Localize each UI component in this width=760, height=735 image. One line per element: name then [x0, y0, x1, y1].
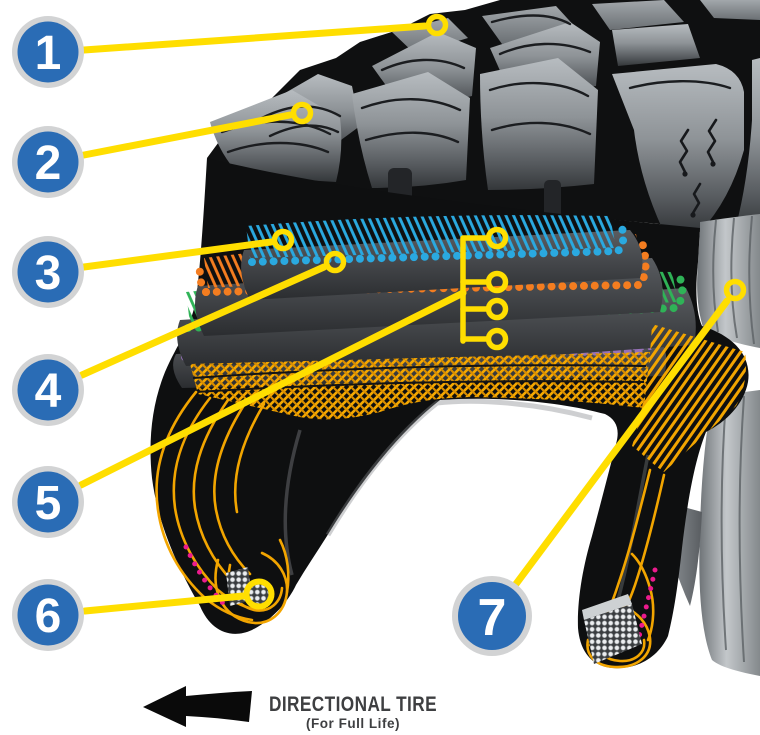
tread-block	[392, 18, 468, 54]
tread-block	[352, 72, 470, 188]
belt-stack	[173, 215, 696, 388]
leader-ring	[485, 297, 509, 321]
callout-4: 4	[12, 354, 84, 426]
callout-3: 3	[12, 236, 84, 308]
leader-line-5	[77, 289, 467, 489]
callout-6-label: 6	[35, 590, 62, 643]
bead-bundle	[249, 584, 269, 604]
leader-ring-1	[425, 13, 449, 37]
leader-line-1	[80, 22, 429, 54]
footer-subtitle: (For Full Life)	[306, 716, 400, 731]
tread-shoulder-block	[612, 64, 744, 232]
bead-bundle	[584, 604, 642, 664]
callout-4-label: 4	[35, 365, 62, 418]
leader-ring	[485, 270, 509, 294]
leader-ring	[485, 327, 509, 351]
callout-2-label: 2	[35, 137, 62, 190]
leader-ring-3	[271, 228, 295, 252]
body-sheen	[283, 429, 302, 576]
bead-chafer-dots	[183, 544, 231, 611]
callout-3-label: 3	[35, 247, 62, 300]
footer-title: DIRECTIONAL TIRE	[269, 693, 437, 716]
leader-line-4	[78, 263, 328, 379]
leader-ring-2	[290, 101, 314, 125]
leader-line-3	[80, 238, 275, 271]
ply-row-line	[195, 380, 645, 393]
leader-ring-7	[723, 278, 747, 302]
tread-block	[612, 24, 700, 66]
callout-5-label: 5	[35, 477, 62, 530]
tread-block	[482, 6, 578, 44]
belt-orange-cords	[195, 260, 210, 296]
callout-7: 7	[452, 576, 532, 656]
tread-block	[736, 58, 760, 230]
belt-orange-cords	[202, 238, 650, 296]
leader-line-7	[512, 297, 731, 588]
tread	[207, 0, 760, 232]
ply-band-right	[632, 324, 746, 472]
leader-ring-4	[323, 250, 347, 274]
tread-block	[592, 0, 684, 30]
leader-ring	[485, 226, 509, 250]
ply-row-line	[192, 364, 647, 379]
tread-lug	[544, 180, 561, 218]
tread-block	[700, 0, 760, 20]
belt-blue-cords	[248, 224, 628, 266]
leader-line-2	[80, 111, 294, 159]
belt-blue	[246, 215, 616, 258]
callout-2: 2	[12, 126, 84, 198]
callout-1-label: 1	[35, 27, 62, 80]
bead-bundle-top	[582, 594, 632, 620]
footer: DIRECTIONAL TIRE (For Full Life)	[143, 686, 437, 731]
callout-5: 5	[12, 466, 84, 538]
rim-band-lower	[699, 390, 760, 676]
leader-line-6	[81, 592, 247, 615]
leader-bracket-5	[460, 226, 509, 351]
left-arrow-icon	[143, 686, 252, 727]
body-sheen	[325, 398, 593, 537]
callout-6: 6	[12, 579, 84, 651]
bead-right	[582, 567, 658, 664]
callout-7-label: 7	[478, 589, 507, 647]
belt-green-cords	[184, 274, 687, 332]
bead-chafer-dots	[635, 567, 658, 644]
callout-1: 1	[12, 16, 84, 88]
leader-ring-6	[243, 578, 275, 610]
leader-lines	[77, 13, 747, 615]
callout-badges: 1 2 3 4 5 6 7	[12, 16, 532, 656]
